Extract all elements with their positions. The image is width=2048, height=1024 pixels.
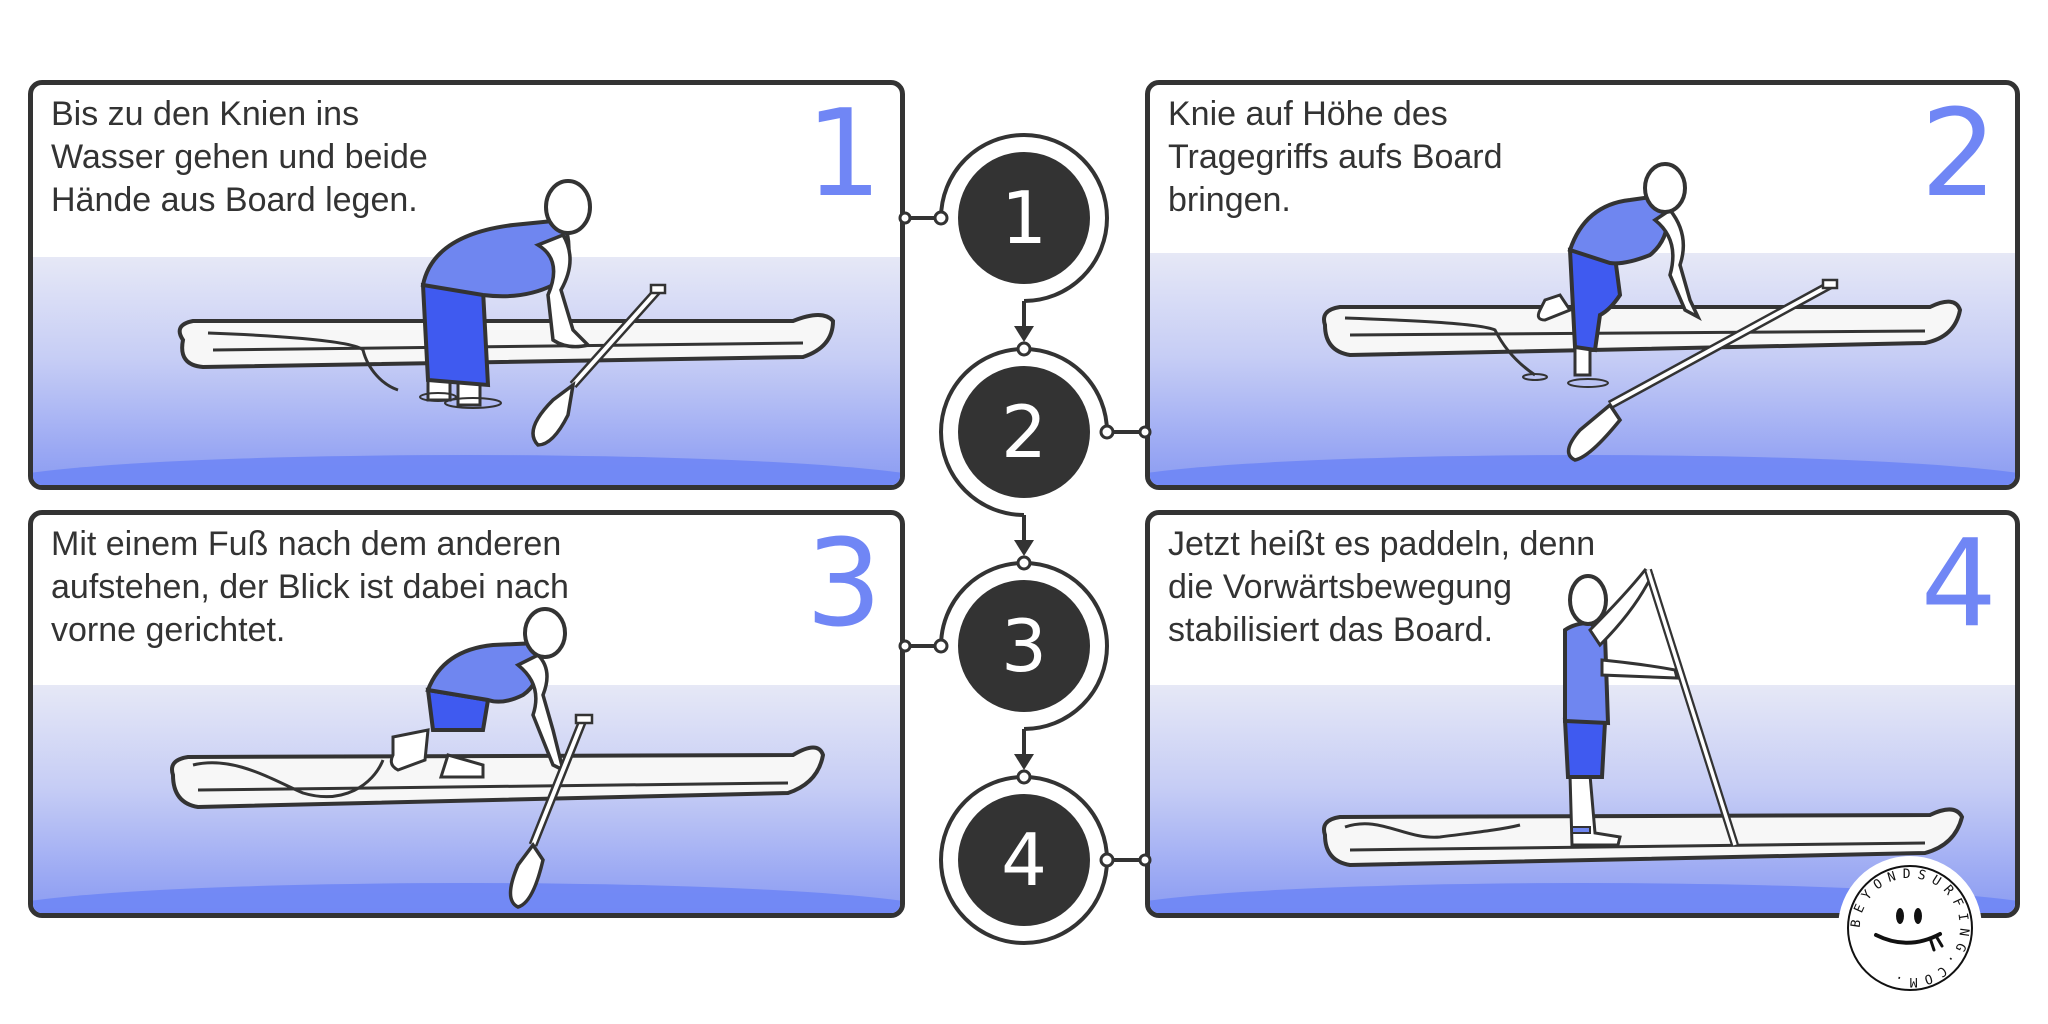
timeline-node-1 [898, 133, 1109, 342]
paddleboard-icon [1322, 807, 1965, 868]
paddle-blade [1566, 402, 1623, 462]
step-panel-1: Bis zu den Knien ins Wasser gehen und be… [28, 80, 905, 490]
step-4-caption: Jetzt heißt es paddeln, denn die Vorwärt… [1168, 525, 1596, 649]
head [544, 179, 592, 235]
step-panel-4: Jetzt heißt es paddeln, denn die Vorwärt… [1145, 510, 2020, 918]
timeline-node-3 [898, 555, 1109, 770]
head [523, 607, 567, 659]
timeline-label-3: 3 [1001, 604, 1047, 688]
paddleboard-icon [170, 745, 826, 810]
timeline-node-2 [939, 341, 1152, 556]
step-3-caption: Mit einem Fuß nach dem anderen aufstehen… [51, 525, 569, 649]
head [1568, 574, 1608, 626]
timeline-label-2: 2 [1001, 390, 1047, 474]
step-panel-2: Knie auf Höhe des Tragegriffs aufs Board… [1145, 80, 2020, 490]
sup-illustration-paddling [1322, 567, 1965, 868]
paddle-blade [508, 841, 545, 909]
sup-illustration-kneel-entry [177, 179, 836, 447]
paddle-blade [531, 380, 576, 447]
beyondsurfing-logo: BEYONDSURFING.COM. [1838, 856, 1982, 1000]
sup-illustration-standing-up [170, 607, 826, 909]
step-4-number: 4 [1920, 515, 1997, 654]
timeline-label-4: 4 [1001, 818, 1047, 902]
shorts [1567, 247, 1623, 353]
timeline-node-4 [939, 769, 1152, 945]
sup-illustration-knee-on-board [1322, 162, 1963, 462]
timeline-label-1: 1 [1001, 176, 1047, 260]
paddleboard-icon [177, 313, 836, 370]
step-1-number: 1 [805, 85, 882, 224]
paddleboard-icon [1322, 299, 1963, 358]
smiley-icon [1874, 908, 1944, 952]
step-2-caption: Knie auf Höhe des Tragegriffs aufs Board… [1168, 95, 1503, 219]
step-1-caption: Bis zu den Knien ins Wasser gehen und be… [51, 95, 428, 219]
step-2-number: 2 [1920, 85, 1997, 224]
head [1643, 162, 1687, 214]
step-panel-3: Mit einem Fuß nach dem anderen aufstehen… [28, 510, 905, 918]
step-3-number: 3 [805, 515, 882, 654]
